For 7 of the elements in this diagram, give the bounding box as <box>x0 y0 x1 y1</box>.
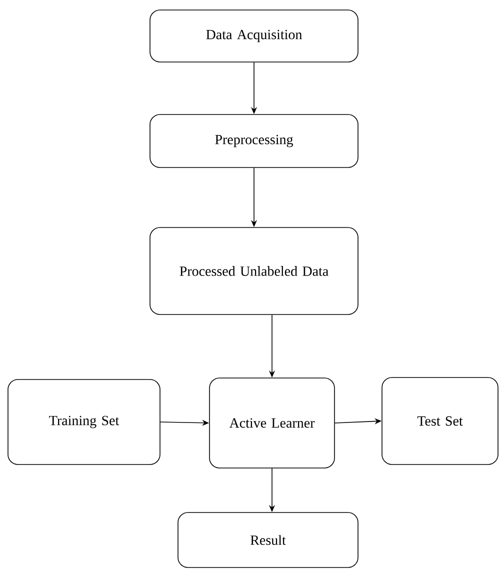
process-box: Data Acquisition <box>150 10 358 62</box>
process-box: Test Set <box>382 377 498 465</box>
process-box: Result <box>178 512 358 568</box>
process-box: Processed Unlabeled Data <box>150 227 358 315</box>
process-box: Active Learner <box>209 378 335 468</box>
process-box: Preprocessing <box>150 114 358 168</box>
process-box: Training Set <box>8 379 160 465</box>
